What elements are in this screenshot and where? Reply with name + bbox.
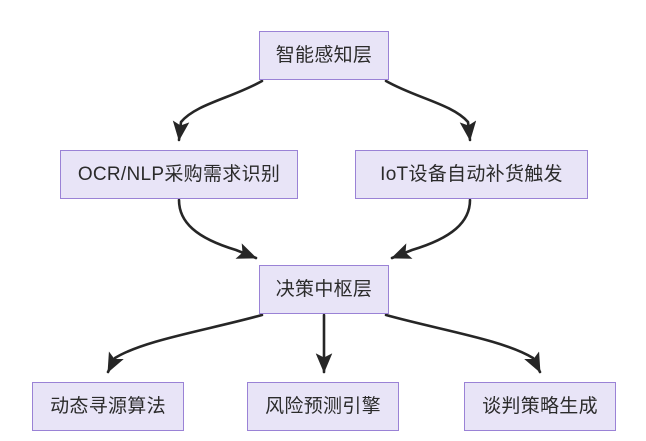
edge-ocr-nlp-to-decision-hub — [177, 198, 258, 260]
node-iot-replenish-label: IoT设备自动补货触发 — [380, 164, 563, 185]
node-ocr-nlp[interactable]: OCR/NLP采购需求识别 — [60, 150, 298, 199]
node-negotiation-strategy[interactable]: 谈判策略生成 — [464, 382, 616, 431]
node-perception-label: 智能感知层 — [275, 45, 373, 66]
node-dynamic-sourcing[interactable]: 动态寻源算法 — [32, 382, 184, 431]
node-decision-hub[interactable]: 决策中枢层 — [259, 265, 389, 314]
edge-perception-to-iot-replenish — [384, 79, 477, 142]
node-negotiation-strategy-label: 谈判策略生成 — [482, 396, 598, 417]
node-perception[interactable]: 智能感知层 — [259, 31, 389, 80]
edge-perception-to-ocr-nlp — [172, 79, 264, 142]
node-iot-replenish[interactable]: IoT设备自动补货触发 — [355, 150, 588, 199]
node-dynamic-sourcing-label: 动态寻源算法 — [50, 396, 166, 417]
node-risk-prediction[interactable]: 风险预测引擎 — [247, 382, 399, 431]
node-ocr-nlp-label: OCR/NLP采购需求识别 — [77, 164, 281, 185]
edge-decision-hub-to-dynamic-sourcing — [106, 313, 264, 374]
node-decision-hub-label: 决策中枢层 — [275, 279, 373, 300]
edge-iot-replenish-to-decision-hub — [390, 198, 472, 260]
edge-decision-hub-to-negotiation-strategy — [384, 313, 542, 374]
node-risk-prediction-label: 风险预测引擎 — [265, 396, 381, 417]
